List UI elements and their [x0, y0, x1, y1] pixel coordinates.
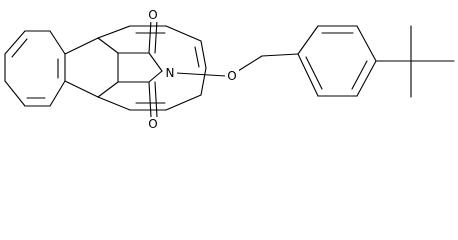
bond — [154, 81, 158, 118]
bond — [97, 96, 131, 111]
oxygen-atom-ether: O — [225, 68, 239, 84]
bond — [237, 55, 263, 72]
bond — [97, 37, 119, 54]
bond — [356, 25, 377, 62]
bond — [49, 80, 66, 107]
oxygen-atom-bottom: O — [147, 117, 160, 131]
bond — [200, 40, 207, 69]
bond-skeleton — [4, 19, 455, 118]
bond — [49, 30, 66, 55]
oxygen-top-label: O — [148, 8, 157, 22]
bond — [148, 70, 163, 83]
bond — [297, 25, 319, 55]
bond — [351, 60, 368, 90]
bond — [261, 53, 299, 57]
bond — [165, 25, 202, 42]
bond — [4, 80, 26, 107]
bond — [97, 81, 119, 98]
bond — [148, 52, 163, 72]
bond — [148, 19, 152, 54]
bond — [64, 37, 99, 55]
bond — [154, 19, 158, 54]
oxygen-bottom-label: O — [148, 117, 157, 131]
bond — [4, 30, 26, 55]
bond — [165, 94, 202, 111]
bond — [200, 67, 207, 96]
bond — [297, 53, 319, 97]
oxygen-atom-top: O — [147, 8, 160, 22]
bond — [175, 72, 227, 77]
nitrogen-label: N — [166, 66, 175, 80]
bond — [305, 56, 323, 90]
nitrogen-atom: N — [163, 65, 177, 81]
chemical-structure-diagram: O O N O — [4, 8, 455, 131]
bond — [356, 60, 377, 97]
bond — [148, 81, 152, 118]
oxygen-ether-label: O — [227, 69, 236, 83]
bond — [64, 80, 99, 98]
bond — [97, 25, 131, 39]
atom-labels: O O N O — [147, 8, 239, 131]
bond — [11, 38, 28, 58]
bond — [194, 46, 200, 68]
